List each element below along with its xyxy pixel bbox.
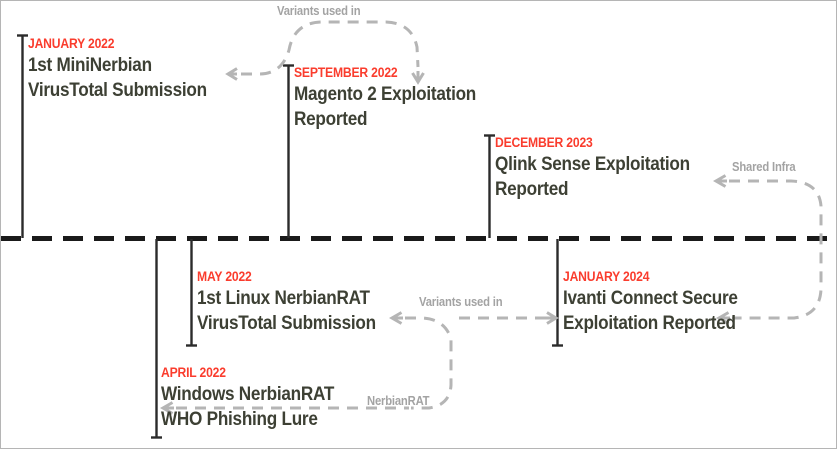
- event-date: JANUARY 2022: [28, 36, 115, 51]
- event-date: DECEMBER 2023: [495, 135, 593, 150]
- event-title-line2: Reported: [495, 178, 569, 200]
- event-title-line1: Ivanti Connect Secure: [563, 287, 738, 309]
- event-jan-2022: JANUARY 2022 1st MiniNerbian VirusTotal …: [28, 36, 231, 103]
- event-title-line2: VirusTotal Submission: [197, 312, 376, 334]
- event-title-line1: Windows NerbianRAT: [161, 383, 335, 405]
- event-date: MAY 2022: [197, 269, 252, 284]
- event-date: SEPTEMBER 2022: [294, 65, 398, 80]
- event-title-line1: 1st Linux NerbianRAT: [197, 287, 370, 309]
- connector-label-variants-bottom: Variants used in: [419, 295, 503, 309]
- event-title-line2: VirusTotal Submission: [28, 79, 207, 101]
- marker-may-2022: [186, 239, 197, 347]
- event-sep-2022: SEPTEMBER 2022 Magento 2 Exploitation Re…: [294, 65, 501, 132]
- connector-variants-bottom-arrowheads: [389, 311, 559, 325]
- event-title-line1: 1st MiniNerbian: [28, 54, 152, 76]
- marker-dec-2023: [484, 134, 495, 238]
- event-title-line1: Qlink Sense Exploitation: [495, 153, 690, 175]
- connector-label-variants-top: Variants used in: [277, 4, 361, 18]
- event-dec-2023: DECEMBER 2023 Qlink Sense Exploitation R…: [495, 135, 716, 202]
- event-date: JANUARY 2024: [563, 269, 650, 284]
- event-may-2022: MAY 2022 1st Linux NerbianRAT VirusTotal…: [197, 269, 400, 336]
- event-apr-2022: APRIL 2022 Windows NerbianRAT WHO Phishi…: [161, 365, 358, 432]
- event-title-line2: Exploitation Reported: [563, 312, 736, 334]
- marker-jan-2022: [17, 34, 28, 238]
- connector-label-shared-infra: Shared Infra: [732, 160, 796, 174]
- event-title-line2: Reported: [294, 108, 368, 130]
- marker-jan-2024: [552, 239, 563, 347]
- event-jan-2024: JANUARY 2024 Ivanti Connect Secure Explo…: [563, 269, 762, 336]
- marker-sep-2022: [283, 64, 294, 238]
- event-date: APRIL 2022: [161, 365, 226, 380]
- event-title-line2: WHO Phishing Lure: [161, 408, 318, 430]
- connector-label-nerbianrat: NerbianRAT: [367, 394, 430, 408]
- event-title-line1: Magento 2 Exploitation: [294, 83, 477, 105]
